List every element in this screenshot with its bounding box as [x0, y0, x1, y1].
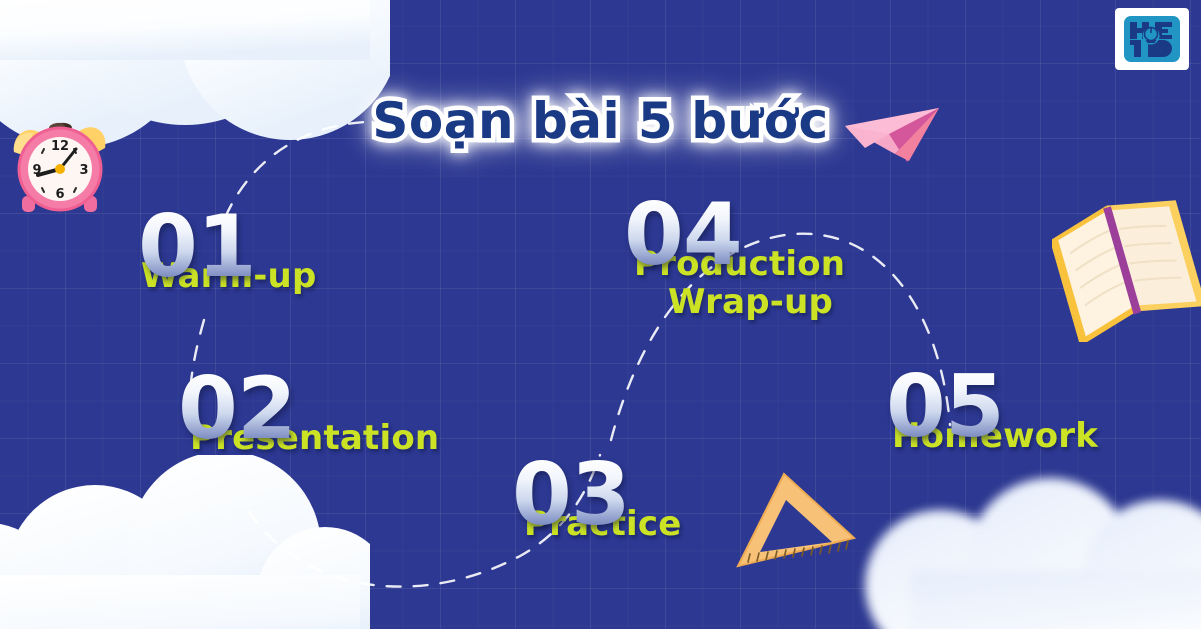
step-05-number: 05: [886, 364, 1098, 449]
triangle-ruler-icon: [736, 472, 857, 568]
step-04-label-line1: Production: [634, 244, 864, 282]
svg-text:6: 6: [55, 187, 64, 202]
cloud-bottom-right: [865, 478, 1201, 629]
step-01-label: Warm-up: [141, 256, 316, 294]
step-02: 02 Presentation: [178, 366, 439, 456]
step-03-label: Practice: [524, 504, 682, 542]
svg-text:3: 3: [79, 163, 88, 178]
page-title: Soạn bài 5 bước: [0, 88, 1201, 155]
step-04-number: 04: [624, 192, 864, 277]
svg-text:9: 9: [32, 163, 41, 178]
step-02-label: Presentation: [190, 418, 439, 456]
cloud-bottom-left: [0, 455, 370, 629]
step-04-label: Production Wrap-up: [634, 244, 864, 322]
cloud-top-left: [0, 0, 390, 148]
step-01: 01 Warm-up: [138, 204, 316, 294]
step-02-number: 02: [178, 366, 439, 451]
step-01-number: 01: [138, 204, 316, 289]
open-book-icon: [1052, 200, 1201, 342]
step-05: 05 Homework: [886, 364, 1098, 454]
hed-logo-mark: [1124, 16, 1180, 62]
step-03: 03 Practice: [512, 452, 682, 542]
step-04-label-line2: Wrap-up: [668, 281, 834, 322]
hed-logo[interactable]: [1115, 8, 1189, 70]
step-05-label: Homework: [892, 416, 1098, 454]
step-04: 04 Production Wrap-up: [624, 192, 864, 322]
page-title-text: Soạn bài 5 bước: [368, 88, 833, 155]
step-03-number: 03: [512, 452, 682, 537]
